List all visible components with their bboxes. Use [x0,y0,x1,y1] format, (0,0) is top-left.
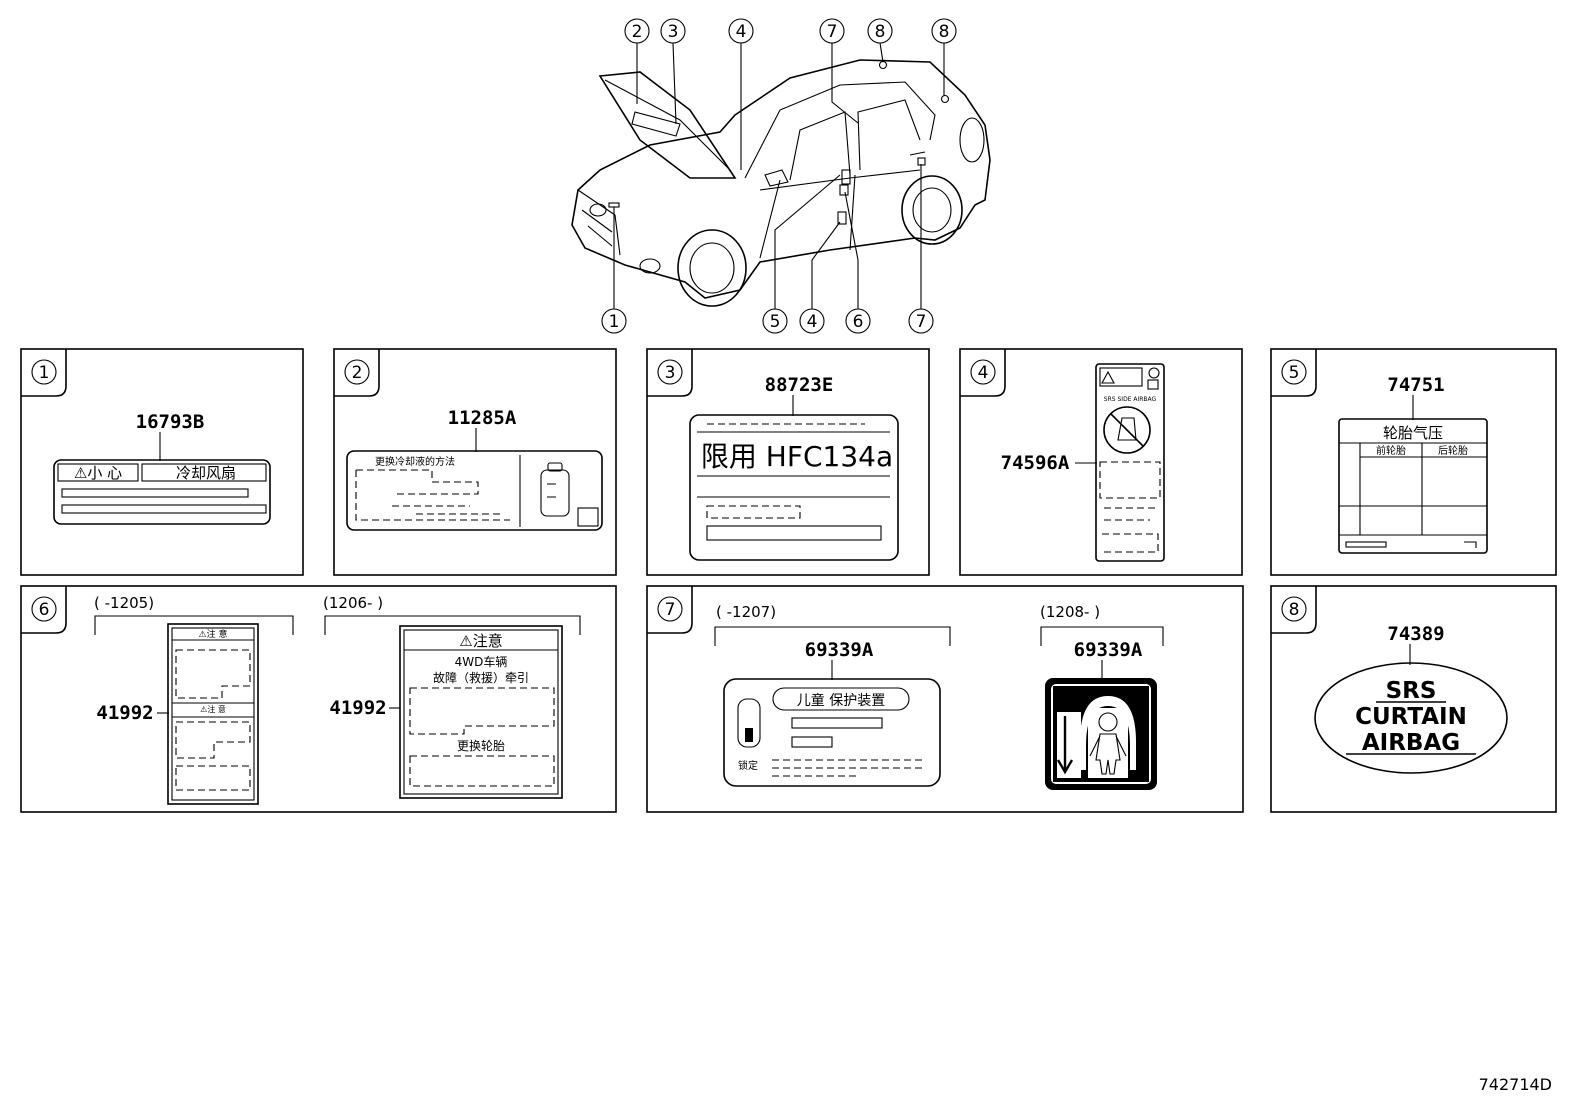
label-text: 故障（救援）牵引 [433,670,529,685]
callout-circle: 4 [728,18,754,44]
callout-circle: 5 [762,308,788,334]
part-number: 41992 [329,697,386,719]
part-number: 74596A [1001,452,1070,474]
panel-3: 3 88723E 限用 HFC134a [646,348,930,576]
part-number: 16793B [136,411,205,433]
label-text: 前轮胎 [1376,444,1406,457]
label-text: ⚠注意 [459,632,502,650]
part-number: 69339A [1074,639,1143,661]
vehicle-illustration [571,59,991,307]
panel-7: 7 ( -1207) 69339A 儿童 保护装置 锁定 (1208- ) 69… [646,585,1244,813]
svg-text:8: 8 [875,22,886,42]
label-text: 限用 HFC134a [701,440,893,473]
label-text: 更换轮胎 [457,739,505,753]
svg-text:2: 2 [632,22,643,42]
part-number: 74389 [1387,623,1444,645]
part-number: 88723E [765,374,834,396]
label-text: 冷却风扇 [176,464,236,482]
callout-circle: 7 [908,308,934,334]
panel-5: 5 74751 轮胎气压 前轮胎 后轮胎 [1270,348,1557,576]
callout-circle: 4 [799,308,825,334]
svg-text:7: 7 [916,312,927,332]
label-text: SRS [1386,678,1437,704]
panel-index: 1 [39,363,50,383]
callout-circle: 6 [845,308,871,334]
svg-text:8: 8 [939,22,950,42]
diagram-code: 742714D [1479,1075,1552,1094]
label-text: 更换冷却液的方法 [375,455,455,468]
part-number: 69339A [805,639,874,661]
panel-index: 8 [1289,600,1300,620]
panel-8: 8 74389 SRS CURTAIN AIRBAG [1270,585,1557,813]
svg-text:4: 4 [807,312,818,332]
panel-index: 5 [1289,363,1300,383]
label-text: ⚠注 意 [200,704,226,714]
panel-index: 4 [978,363,989,383]
callout-circle: 1 [601,308,627,334]
label-text: 后轮胎 [1438,444,1468,457]
callout-circle: 8 [867,18,893,44]
panel-6: 6 ( -1205) 41992 ⚠注 意 ⚠注 意 (1206- ) 4199… [20,585,617,813]
callouts-bottom: 1 5 4 6 7 [601,308,934,334]
label-text: ⚠注 意 [199,628,228,640]
part-number: 74751 [1387,374,1444,396]
panel-1: 1 16793B ⚠小 心 冷却风扇 [20,348,304,576]
panel-index: 3 [665,363,676,383]
part-number: 11285A [448,407,517,429]
panel-4: 4 74596A SRS SIDE AIRBAG [959,348,1243,576]
panel-index: 2 [352,363,363,383]
svg-text:4: 4 [736,22,747,42]
label-text: 锁定 [738,759,758,772]
label-text: ⚠小 心 [74,464,122,482]
label-text: AIRBAG [1362,730,1460,756]
label-text: 4WD车辆 [455,654,508,669]
svg-text:6: 6 [853,312,864,332]
date-range: (1206- ) [323,594,383,612]
callout-circle: 2 [624,18,650,44]
label-text: 儿童 保护装置 [797,692,885,709]
svg-text:3: 3 [668,22,679,42]
label-text: SRS SIDE AIRBAG [1104,396,1157,403]
label-text: CURTAIN [1355,704,1467,730]
part-number: 41992 [96,702,153,724]
svg-text:1: 1 [609,312,620,332]
callouts-top: 2 3 4 7 8 8 [624,18,957,44]
svg-text:7: 7 [827,22,838,42]
callout-circle: 7 [819,18,845,44]
date-range: ( -1207) [716,603,776,621]
callout-circle: 3 [660,18,686,44]
panel-index: 7 [665,600,676,620]
callout-leaders [613,42,945,309]
date-range: ( -1205) [94,594,154,612]
panel-index: 6 [39,600,50,620]
date-range: (1208- ) [1040,603,1100,621]
panel-2: 2 11285A 更换冷却液的方法 [333,348,617,576]
label-text: 轮胎气压 [1383,424,1443,442]
callout-circle: 8 [931,18,957,44]
svg-text:5: 5 [770,312,781,332]
